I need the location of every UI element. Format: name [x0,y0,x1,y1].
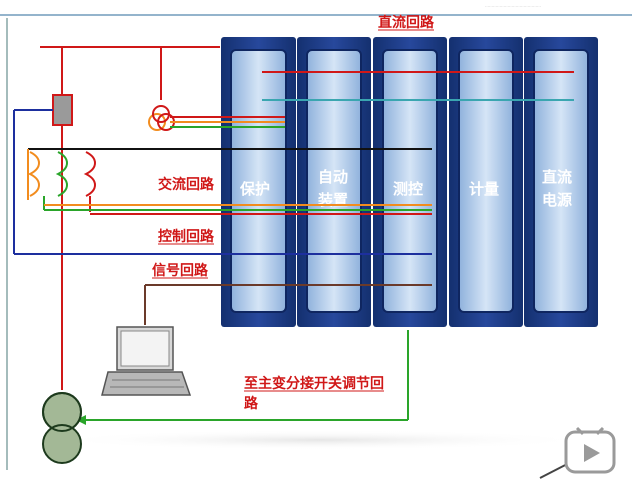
cabinet-label-measure: 测控 [393,180,423,198]
floor-shadow [50,430,590,450]
signal-circuit-label: 信号回路 [152,262,209,279]
tap-changer-label-line1: 至主变分接开关调节回 [244,375,384,392]
cabinet-dc [524,37,598,327]
cabinet-label-protect: 保护 [239,180,270,198]
main-transformer-icon [42,392,82,464]
video-player-icon[interactable] [539,426,616,479]
cabinet-label-auto-2: 装置 [317,191,348,209]
cabinet-metering [449,37,523,327]
current-transformer-coils-icon [27,151,96,197]
header-small-note: …………………………………… [485,3,541,8]
tap-changer-label-line2: 路 [244,395,259,412]
breaker-box [52,94,73,126]
cabinet-label-metering: 计量 [469,180,499,198]
cabinet-label-dc-2: 电源 [542,191,572,209]
cabinet-label-dc-1: 直流 [542,168,572,186]
ac-circuit-label: 交流回路 [158,176,215,193]
dc-circuit-label: 直流回路 [378,14,435,31]
laptop-icon [101,326,192,396]
cabinet-label-auto-1: 自动 [318,168,348,186]
tap-changer-arrow-icon [76,415,86,425]
control-circuit-label: 控制回路 [158,228,215,245]
